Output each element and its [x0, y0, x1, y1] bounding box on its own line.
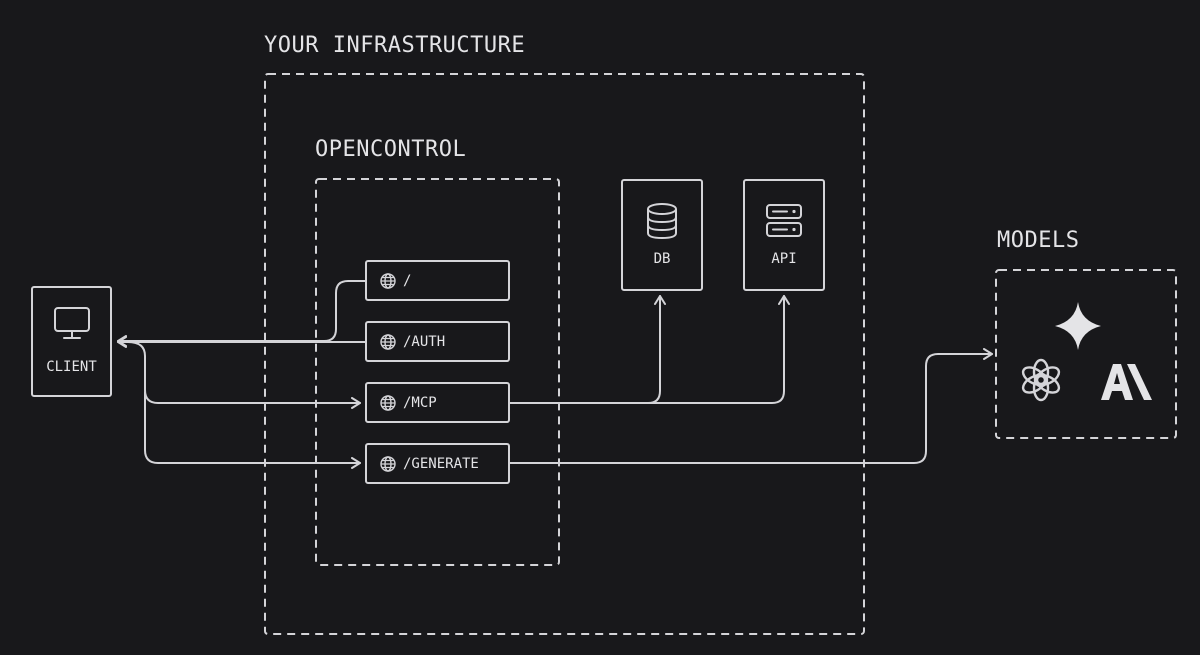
route-label: / [403, 272, 412, 289]
db-label: DB [653, 251, 671, 267]
connector-mcp-to-api [647, 295, 790, 404]
server-icon [766, 204, 802, 237]
globe-icon [380, 272, 396, 289]
models-title: MODELS [997, 228, 1080, 253]
client-node[interactable]: CLIENT [31, 286, 112, 397]
connector-client-to-mcp [127, 341, 361, 409]
globe-icon [380, 455, 396, 472]
connector-generate-to-models [509, 348, 993, 464]
route-label: /GENERATE [403, 455, 479, 472]
route-generate[interactable]: /GENERATE [365, 443, 510, 484]
route-auth[interactable]: /AUTH [365, 321, 510, 362]
opencontrol-title: OPENCONTROL [315, 137, 467, 162]
db-node[interactable]: DB [621, 179, 703, 291]
route-mcp[interactable]: /MCP [365, 382, 510, 423]
connector-mcp-to-db [509, 295, 666, 404]
infrastructure-title: YOUR INFRASTRUCTURE [264, 33, 526, 58]
models-boundary [995, 269, 1177, 439]
infrastructure-boundary [264, 73, 865, 635]
globe-icon [380, 333, 396, 350]
monitor-icon [54, 307, 90, 339]
database-icon [647, 203, 677, 240]
client-label: CLIENT [46, 359, 97, 375]
openai-logo-icon [1021, 358, 1061, 402]
api-node[interactable]: API [743, 179, 825, 291]
route-label: /AUTH [403, 333, 446, 350]
opencontrol-boundary [315, 178, 560, 566]
route-label: /MCP [403, 394, 437, 411]
anthropic-logo-icon [1101, 364, 1152, 400]
api-label: API [771, 251, 797, 267]
sparkle-icon [1055, 302, 1101, 350]
route-root[interactable]: / [365, 260, 510, 301]
globe-icon [380, 394, 396, 411]
connector-client-to-generate [144, 391, 361, 469]
connector-root-to-client [117, 280, 367, 347]
